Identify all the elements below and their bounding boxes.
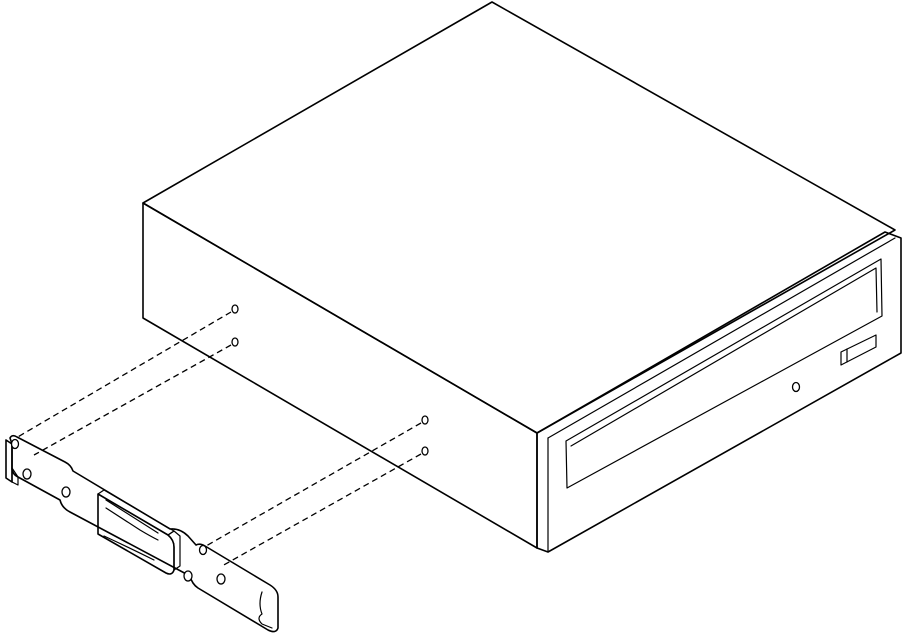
guide-line-1 bbox=[15, 311, 232, 439]
optical-drive bbox=[142, 1, 902, 553]
drive-top-face bbox=[142, 1, 896, 434]
drive-front-bezel bbox=[536, 231, 902, 553]
bracket-latch-side bbox=[167, 530, 181, 571]
bracket-pin-hole-2 bbox=[22, 468, 32, 480]
bracket-latch-top bbox=[97, 489, 175, 536]
mounting-bracket bbox=[5, 434, 279, 633]
bracket-latch-spring bbox=[105, 499, 159, 541]
bracket-pin-hole-5 bbox=[183, 570, 193, 582]
disc-tray-inner bbox=[570, 267, 878, 447]
bracket-pin-hole-1 bbox=[10, 438, 20, 450]
bezel-top-edge bbox=[547, 237, 896, 439]
screw-hole-rear-lower bbox=[231, 337, 239, 347]
bracket-pull-tab bbox=[258, 591, 273, 629]
eject-button bbox=[840, 334, 877, 366]
alignment-guides bbox=[15, 311, 422, 567]
bracket-edge bbox=[5, 439, 13, 483]
screw-hole-rear-upper bbox=[231, 304, 239, 314]
guide-line-3 bbox=[205, 422, 422, 547]
bracket-latch-slot bbox=[103, 535, 155, 561]
emergency-eject-hole bbox=[791, 381, 801, 393]
bracket-pin-hole-3 bbox=[61, 486, 71, 498]
guide-line-2 bbox=[33, 344, 232, 456]
bracket-pin-hole-4 bbox=[198, 544, 208, 556]
screw-hole-front-upper bbox=[421, 415, 429, 425]
bracket-plate bbox=[9, 434, 279, 633]
disc-tray-slot bbox=[565, 258, 883, 489]
drive-side-face bbox=[142, 202, 538, 549]
screw-hole-front-lower bbox=[421, 446, 429, 456]
bracket-bottom-edge bbox=[11, 467, 19, 486]
bracket-pin-hole-6 bbox=[216, 573, 226, 585]
guide-line-4 bbox=[221, 453, 422, 567]
